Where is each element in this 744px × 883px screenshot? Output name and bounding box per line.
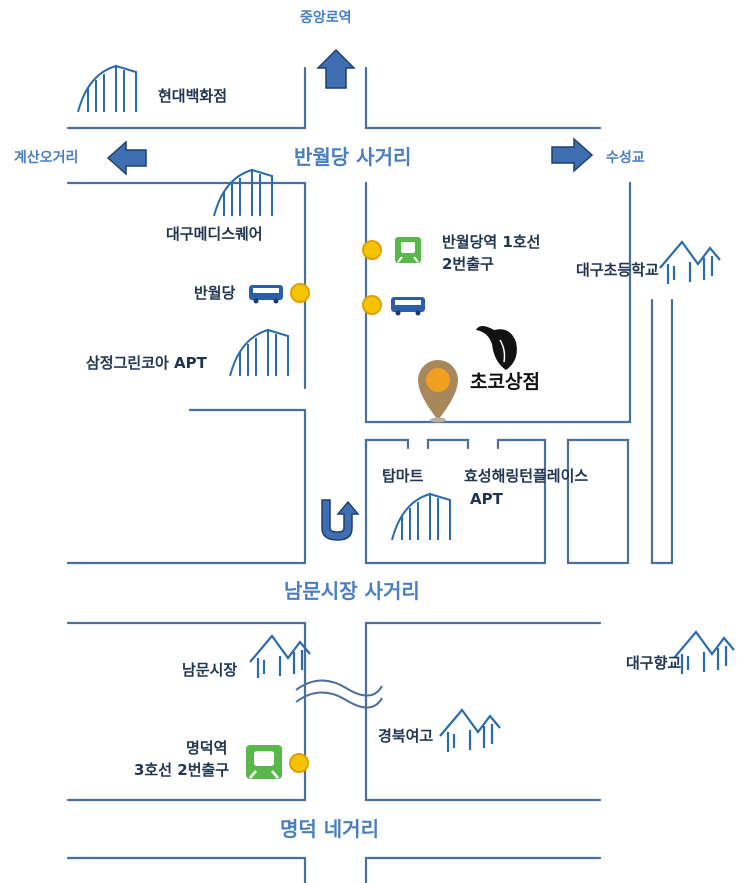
bus-icon <box>249 285 283 304</box>
direction-north-label: 중앙로역 <box>300 10 352 26</box>
school-icon <box>438 708 502 754</box>
myeongdeok-exit-label: 3호선 2번출구 <box>134 761 230 779</box>
apartment-icon <box>229 329 289 377</box>
map-pin-icon[interactable] <box>418 360 458 423</box>
direction-east-label: 수성교 <box>606 150 645 166</box>
landmark-topmart: 탑마트 <box>382 467 424 485</box>
school-icon <box>658 240 722 286</box>
medi-square-icon <box>213 169 273 217</box>
landmark-gyeongbuk: 경북여고 <box>378 727 434 745</box>
landmark-hyundai: 현대백화점 <box>158 87 228 105</box>
stop-dots <box>289 240 382 773</box>
river-lines <box>295 679 383 709</box>
road-lines <box>66 66 674 883</box>
subway-icon <box>246 745 282 779</box>
landmark-hyosung-apt: APT <box>470 490 503 508</box>
subway-icon <box>395 237 421 263</box>
landmark-samjeong: 삼정그린코아 APT <box>86 354 207 372</box>
store-logo-icon <box>476 326 517 370</box>
arrow-east-icon <box>551 137 594 173</box>
department-store-icon <box>77 65 137 113</box>
direction-west-label: 계산오거리 <box>14 150 79 166</box>
landmark-medi: 대구메디스퀘어 <box>166 225 263 243</box>
intersection-nammun: 남문시장 사거리 <box>284 579 420 603</box>
u-turn-icon <box>321 499 360 541</box>
landmark-hyosung: 효성해링턴플레이스 <box>464 467 589 485</box>
landmark-nammun-market: 남문시장 <box>182 661 238 679</box>
station-label: 반월당역 1호선 <box>442 233 541 251</box>
hyanggyo-icon <box>672 630 736 676</box>
bus-stop-label: 반월당 <box>194 284 236 302</box>
myeongdeok-station-label: 명덕역 <box>186 739 228 757</box>
station-exit-label: 2번출구 <box>442 255 494 273</box>
landmark-hyanggyo: 대구향교 <box>626 654 682 672</box>
intersection-myeongdeok: 명덕 네거리 <box>280 817 379 841</box>
market-icon <box>248 634 312 680</box>
apartment-icon <box>391 493 451 541</box>
arrow-west-icon <box>106 140 147 176</box>
arrow-north-icon <box>316 48 356 89</box>
intersection-banwoldang: 반월당 사거리 <box>294 145 412 169</box>
landmark-chodeung: 대구초등학교 <box>576 261 659 279</box>
store-name: 초코상점 <box>470 371 540 393</box>
bus-icon <box>391 297 425 316</box>
